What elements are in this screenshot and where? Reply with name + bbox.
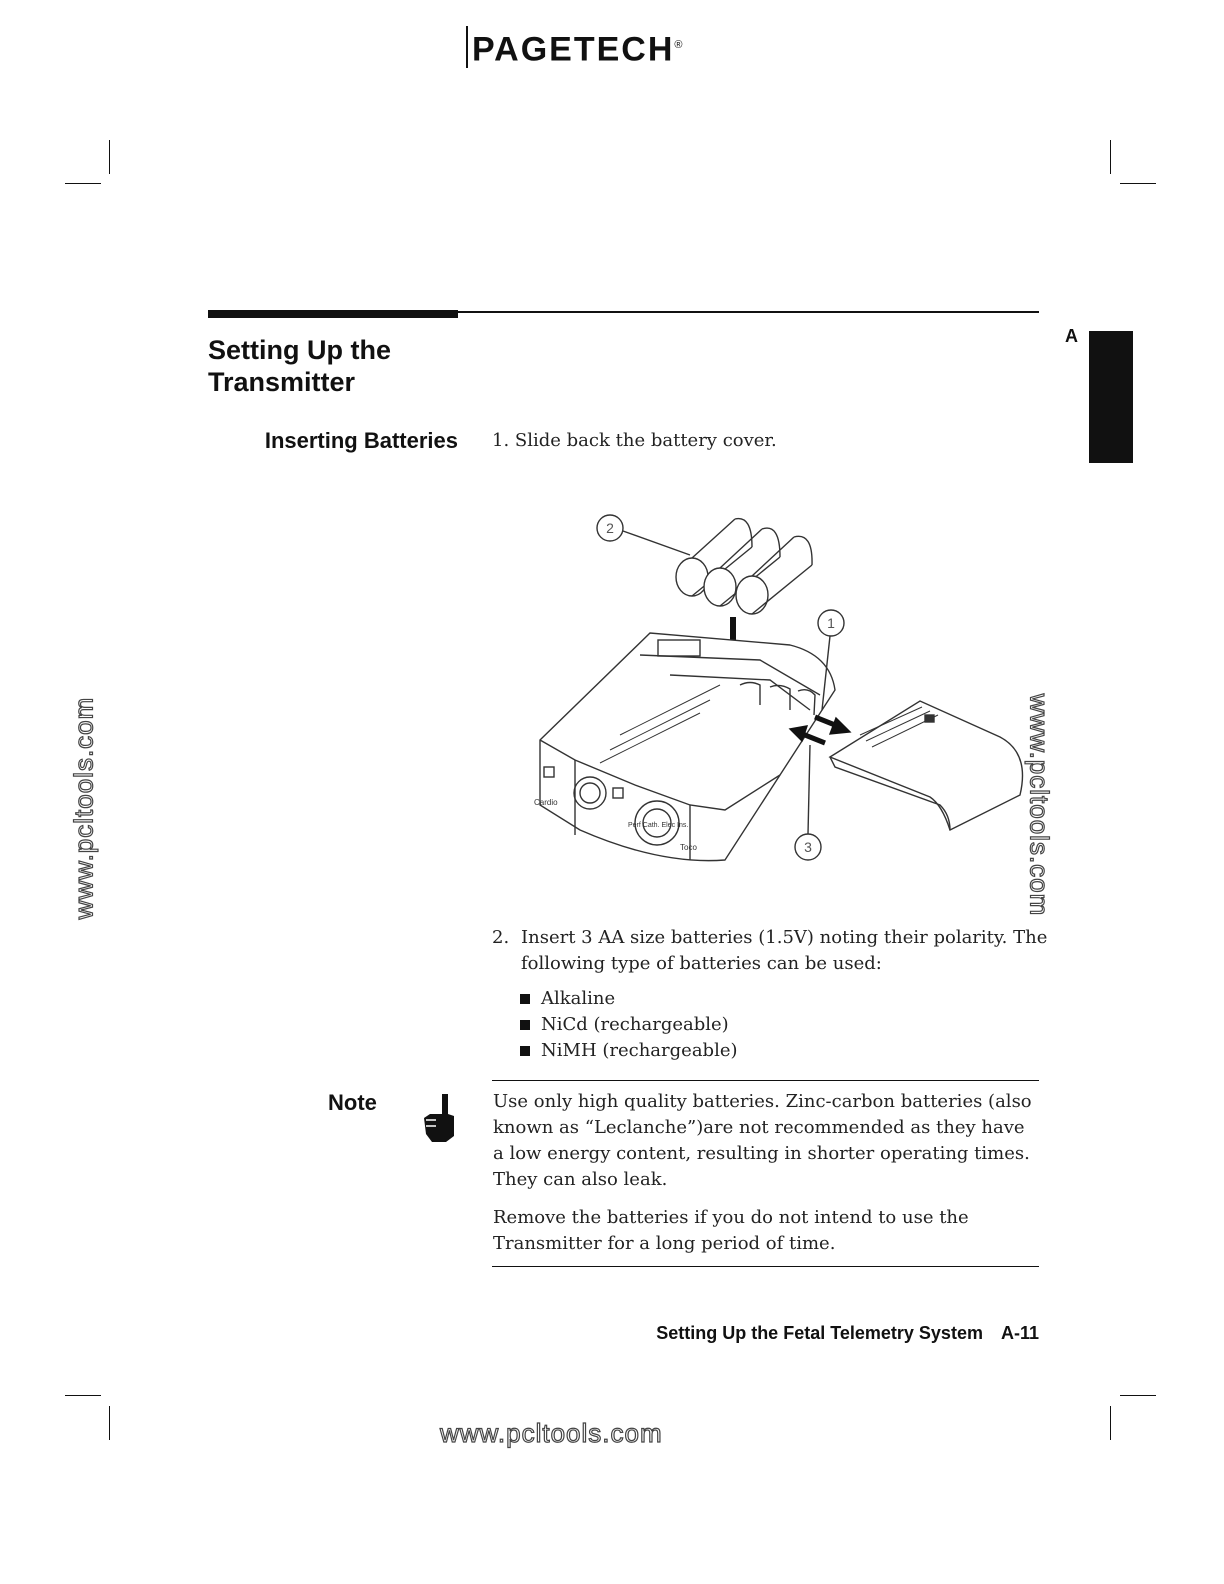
callout-2: 2 (606, 520, 614, 536)
transmitter-battery-figure: Cardio Perf Cath. Elec Ins. Toco (530, 505, 1050, 879)
page-number: A-11 (1000, 1323, 1039, 1343)
step-number: 1. (492, 430, 510, 451)
list-item: Alkaline (520, 986, 738, 1012)
crop-mark-tl-v (109, 140, 110, 174)
transmitter-illustration: Cardio Perf Cath. Elec Ins. Toco (534, 514, 1024, 862)
port-label-toco: Toco (680, 843, 697, 852)
transmitter-body: Cardio Perf Cath. Elec Ins. Toco (534, 632, 836, 862)
subsection-title: Inserting Batteries (264, 428, 458, 453)
battery-illustration (675, 517, 813, 615)
bullet-square-icon (520, 994, 530, 1004)
battery-cover (828, 700, 1024, 831)
chapter-tab-letter: A (1065, 326, 1078, 346)
battery-type: NiMH (rechargeable) (541, 1040, 738, 1061)
step-1: 1. Slide back the battery cover. (492, 428, 777, 454)
watermark-left: www.pcltools.com (68, 696, 99, 920)
pointing-hand-icon (420, 1092, 456, 1148)
callout-1: 1 (827, 615, 835, 631)
crop-mark-br-h (1120, 1395, 1156, 1396)
callout-3: 3 (804, 839, 812, 855)
note-paragraph: Use only high quality batteries. Zinc-ca… (493, 1091, 1032, 1190)
note-rule-top (492, 1080, 1039, 1081)
note-paragraph: Remove the batteries if you do not inten… (493, 1207, 969, 1254)
note-body: Use only high quality batteries. Zinc-ca… (493, 1089, 1039, 1269)
crop-mark-bl-h (65, 1395, 101, 1396)
crop-mark-tl-h (65, 183, 101, 184)
footer-chapter: Setting Up the Fetal Telemetry System (656, 1323, 983, 1343)
crop-mark-bl-v (109, 1406, 110, 1440)
bullet-square-icon (520, 1046, 530, 1056)
chapter-tab-marker (1089, 331, 1133, 463)
port-label-cardio: Cardio (534, 798, 558, 807)
battery-type-list: Alkaline NiCd (rechargeable) NiMH (recha… (520, 986, 738, 1064)
section-rule-thin (458, 311, 1039, 313)
step-2: 2. Insert 3 AA size batteries (1.5V) not… (492, 925, 1052, 977)
step-text: Slide back the battery cover. (514, 430, 777, 451)
list-item: NiMH (rechargeable) (520, 1038, 738, 1064)
brand-name: PAGETECH (472, 30, 675, 69)
watermark-bottom: www.pcltools.com (439, 1417, 663, 1448)
section-rule-thick (208, 310, 458, 318)
battery-type: NiCd (rechargeable) (541, 1014, 729, 1035)
crop-mark-br-v (1110, 1406, 1111, 1440)
step-text: Insert 3 AA size batteries (1.5V) noting… (521, 927, 1048, 974)
section-title: Setting Up the Transmitter (208, 335, 391, 397)
page-footer: Setting Up the Fetal Telemetry System A-1… (600, 1323, 1039, 1344)
crop-mark-tr-h (1120, 183, 1156, 184)
watermark-right: www.pcltools.com (1024, 693, 1055, 917)
step-number: 2. (492, 927, 510, 948)
port-label-perf: Perf Cath. Elec Ins. (628, 822, 688, 829)
battery-type: Alkaline (541, 988, 616, 1009)
bullet-square-icon (520, 1020, 530, 1030)
list-item: NiCd (rechargeable) (520, 1012, 738, 1038)
note-label: Note (328, 1090, 377, 1115)
note-rule-bottom (492, 1266, 1039, 1267)
crop-mark-tr-v (1110, 140, 1111, 174)
registered-mark: ® (674, 39, 685, 51)
brand-logo: PAGETECH® (466, 26, 685, 69)
